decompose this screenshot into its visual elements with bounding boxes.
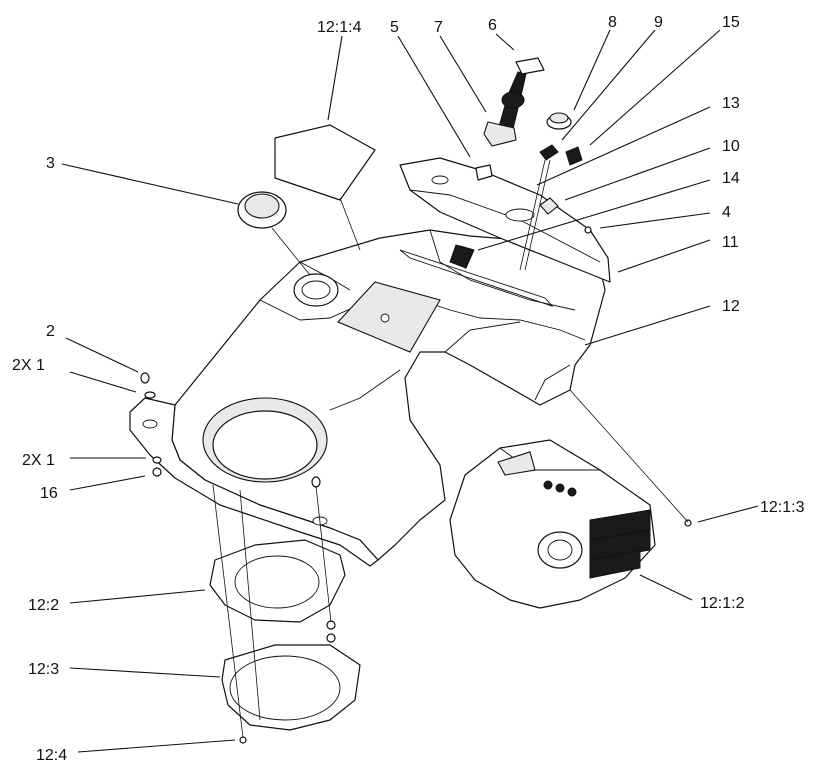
callout-3: 3	[46, 155, 55, 172]
switch-9	[539, 144, 559, 161]
callout-12-4: 12:4	[36, 747, 67, 764]
callout-7: 7	[434, 19, 443, 36]
switch-15	[565, 146, 583, 166]
callout-12-1-4: 12:1:4	[317, 19, 362, 36]
callout-12-1-2: 12:1:2	[700, 595, 745, 612]
callout-5: 5	[390, 19, 399, 36]
callout-8: 8	[608, 14, 617, 31]
callout-12-3: 12:3	[28, 661, 59, 678]
gasket-ring	[209, 539, 346, 623]
leader-lines	[61, 29, 759, 753]
callout-16: 16	[40, 485, 58, 502]
callout-9: 9	[654, 14, 663, 31]
screw-4	[584, 226, 592, 234]
callout-12: 12	[722, 298, 740, 315]
callout-10: 10	[722, 138, 740, 155]
callout-14: 14	[722, 170, 740, 187]
decal	[274, 124, 376, 251]
fasteners	[140, 372, 692, 744]
callout-13: 13	[722, 95, 740, 112]
mounting-plate	[221, 644, 361, 731]
chute-housing	[449, 439, 656, 609]
callout-2: 2	[46, 323, 55, 340]
callout-2x1-lower: 2X 1	[22, 452, 55, 469]
key-switch	[483, 57, 545, 147]
callouts: 12:1:4 5 7 6 8 9 15 13 10 14 4 11 12 3 2…	[12, 14, 805, 764]
knob	[546, 112, 572, 130]
callout-12-1-3: 12:1:3	[760, 499, 805, 516]
bushing	[475, 164, 493, 181]
base-flange	[129, 397, 379, 567]
callout-12-2: 12:2	[28, 597, 59, 614]
cable-rod	[519, 159, 551, 271]
callout-2x1-upper: 2X 1	[12, 357, 45, 374]
callout-4: 4	[722, 204, 731, 221]
switch-13	[539, 197, 559, 215]
callout-15: 15	[722, 14, 740, 31]
fuel-cap	[237, 191, 311, 276]
callout-11: 11	[722, 234, 739, 251]
dash-panel	[399, 157, 611, 283]
callout-6: 6	[488, 17, 497, 34]
connector-14	[449, 244, 473, 269]
